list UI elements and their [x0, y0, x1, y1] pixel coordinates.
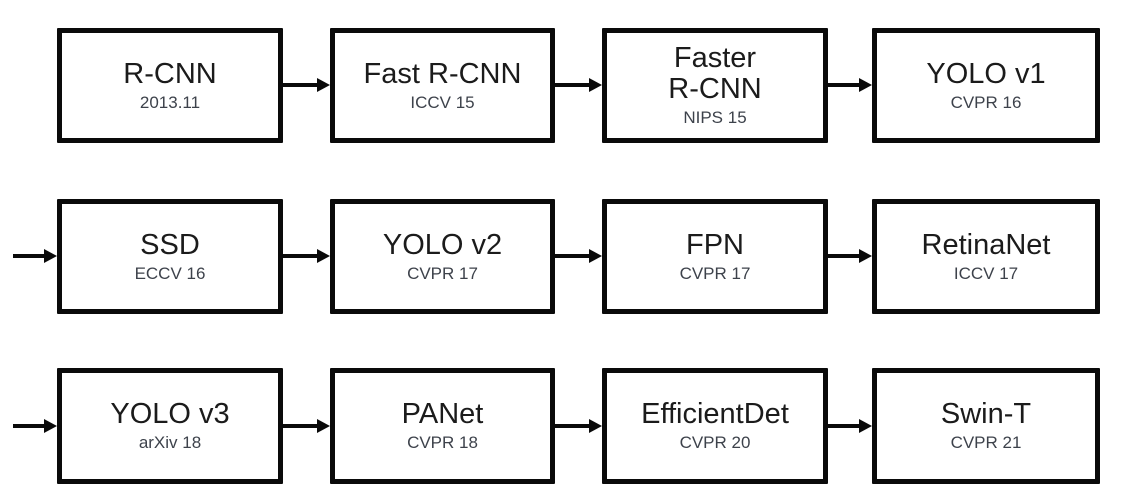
node-yolo-v1: YOLO v1 CVPR 16 [872, 28, 1100, 143]
node-retinanet: RetinaNet ICCV 17 [872, 199, 1100, 314]
node-venue: CVPR 20 [679, 433, 751, 453]
node-swin-t: Swin-T CVPR 21 [872, 368, 1100, 484]
flow-arrow-icon [828, 419, 872, 433]
node-title: SSD [140, 228, 200, 261]
node-yolo-v2: YOLO v2 CVPR 17 [330, 199, 555, 314]
node-fast-r-cnn: Fast R-CNN ICCV 15 [330, 28, 555, 143]
flow-arrow-icon [283, 78, 330, 92]
node-efficientdet: EfficientDet CVPR 20 [602, 368, 828, 484]
flow-arrow-icon [828, 249, 872, 263]
flow-arrow-icon [13, 249, 57, 263]
flow-arrow-icon [555, 249, 602, 263]
node-title: Swin-T [940, 398, 1032, 431]
node-venue: ECCV 16 [134, 263, 206, 283]
node-venue: arXiv 18 [138, 433, 202, 453]
node-venue: ICCV 17 [953, 263, 1019, 283]
node-r-cnn: R-CNN 2013.11 [57, 28, 283, 143]
node-faster-r-cnn: Faster R-CNN NIPS 15 [602, 28, 828, 143]
node-title: FPN [686, 228, 744, 261]
flow-arrow-icon [555, 78, 602, 92]
node-title: YOLO v2 [382, 228, 503, 261]
node-panet: PANet CVPR 18 [330, 368, 555, 484]
node-title: YOLO v1 [926, 57, 1046, 90]
node-venue: 2013.11 [139, 92, 201, 112]
node-venue: CVPR 21 [950, 433, 1022, 453]
node-title: EfficientDet [641, 398, 789, 431]
flow-arrow-icon [283, 249, 330, 263]
node-title: YOLO v3 [110, 398, 230, 431]
node-ssd: SSD ECCV 16 [57, 199, 283, 314]
node-venue: CVPR 18 [407, 433, 478, 453]
node-fpn: FPN CVPR 17 [602, 199, 828, 314]
node-venue: CVPR 17 [679, 263, 751, 283]
node-title: RetinaNet [921, 228, 1051, 261]
node-yolo-v3: YOLO v3 arXiv 18 [57, 368, 283, 484]
flow-arrow-icon [555, 419, 602, 433]
node-title: R-CNN [123, 57, 217, 90]
node-title: Faster R-CNN [668, 42, 762, 106]
node-venue: CVPR 16 [950, 92, 1022, 112]
flow-arrow-icon [13, 419, 57, 433]
node-venue: NIPS 15 [683, 108, 747, 128]
node-venue: ICCV 15 [410, 92, 475, 112]
flow-arrow-icon [828, 78, 872, 92]
node-title: PANet [401, 398, 484, 431]
node-venue: CVPR 17 [407, 263, 478, 283]
node-title: Fast R-CNN [363, 57, 522, 90]
flow-arrow-icon [283, 419, 330, 433]
